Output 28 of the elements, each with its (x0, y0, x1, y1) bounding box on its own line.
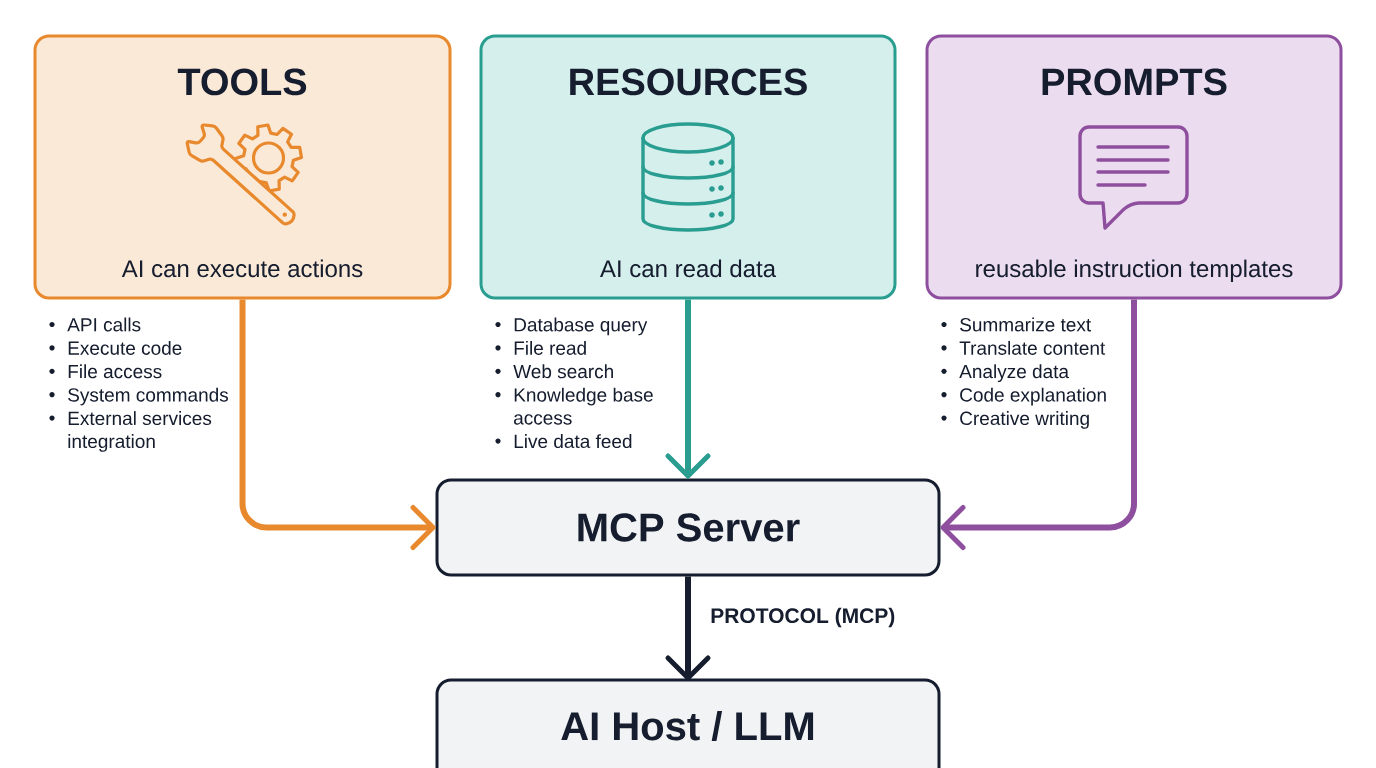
list-item: Code explanation (960, 387, 1106, 406)
card-title: RESOURCES (570, 68, 807, 96)
list-item: File access (68, 364, 162, 379)
list-item: Knowledge base access (514, 387, 653, 425)
list-item: External services integration (68, 411, 212, 452)
card-caption: AI can read data (600, 259, 777, 278)
arrow (665, 576, 711, 681)
list-item: Web search (513, 364, 613, 379)
arrow (239, 299, 436, 550)
card-title: TOOLS (177, 68, 307, 96)
list-item: Translate content (959, 340, 1106, 355)
list-item: File read (514, 340, 586, 355)
process-box: AI Host / LLM (435, 678, 941, 768)
card-title: PROMPTS (1042, 68, 1227, 96)
edge-label: PROTOCOL (MCP) (708, 605, 898, 630)
list-item: Creative writing (960, 411, 1089, 429)
list-item: Execute code (68, 340, 182, 355)
list-item: Live data feed (514, 434, 632, 449)
list-item: Summarize text (960, 317, 1091, 332)
list-item: Analyze data (959, 364, 1070, 382)
list-item: API calls (67, 317, 141, 332)
list-item: System commands (68, 387, 229, 406)
arrow (940, 299, 1137, 550)
process-box: MCP Server (435, 478, 941, 577)
arrow (665, 299, 711, 479)
list-item: Database query (514, 317, 648, 336)
card-caption: AI can execute actions (121, 259, 363, 278)
card-caption: reusable instruction templates (976, 259, 1293, 282)
